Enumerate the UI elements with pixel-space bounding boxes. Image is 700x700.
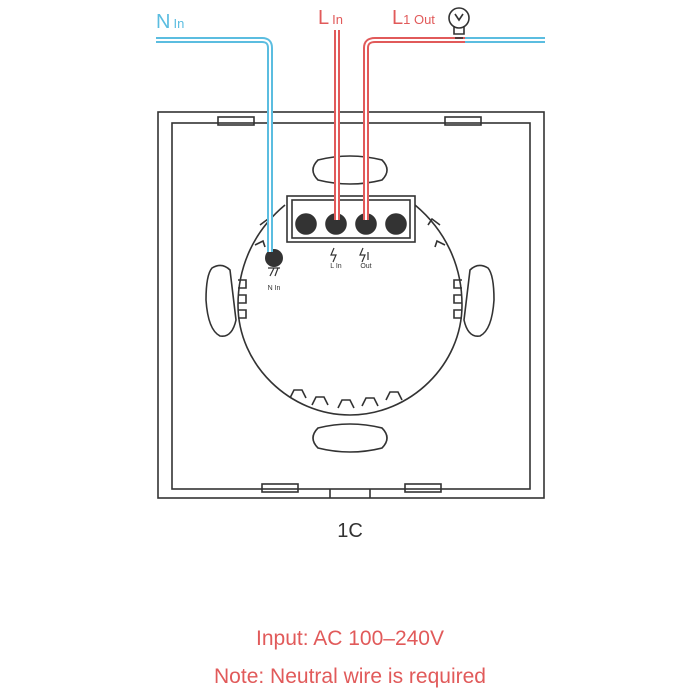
mounting-box	[205, 155, 495, 453]
terminal-label-l-in: L In	[330, 263, 342, 270]
neutral-wire	[156, 37, 273, 252]
lightning-icon	[268, 247, 369, 277]
light-bulb-icon	[448, 7, 470, 39]
model-label: 1C	[337, 520, 363, 542]
neutral-terminal	[265, 249, 283, 267]
input-voltage-text: Input: AC 100–240V	[256, 627, 444, 650]
terminal-label-n-in: N In	[268, 285, 281, 292]
terminal-screw-1	[295, 213, 317, 235]
switch-plate	[157, 111, 545, 499]
neutral-note-text: Note: Neutral wire is required	[214, 665, 486, 688]
live-out-label: L1 Out	[392, 7, 435, 29]
terminal-screw-4	[385, 213, 407, 235]
terminal-label-out: Out	[360, 263, 371, 270]
live-out-wire	[363, 37, 545, 220]
terminal-block	[286, 195, 416, 243]
